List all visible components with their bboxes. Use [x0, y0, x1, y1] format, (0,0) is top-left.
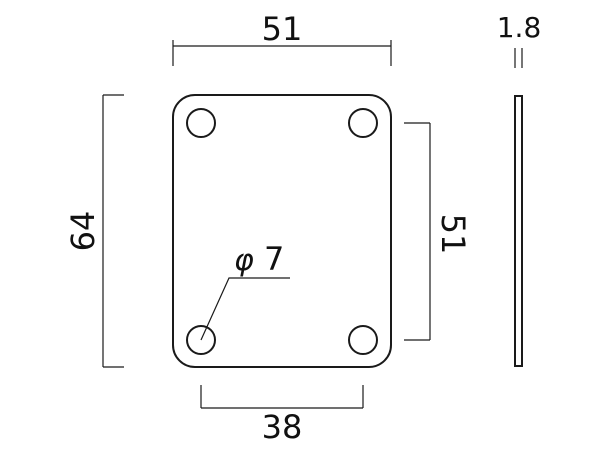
hole-spacing-vertical-dimension: 51	[404, 122, 472, 341]
height-dimension: 64	[64, 94, 124, 368]
hole-spacing-vertical-label: 51	[434, 214, 472, 255]
thickness-dimension-label: 1.8	[497, 11, 542, 44]
mounting-hole-top-left	[186, 108, 216, 138]
hole-diameter-callout: φ 7	[200, 240, 290, 341]
width-dimension-label: 51	[262, 10, 303, 48]
mounting-hole-bottom-right	[348, 325, 378, 355]
width-dimension: 51	[172, 10, 392, 66]
hole-spacing-horizontal-dimension: 38	[200, 385, 364, 446]
plate-side-view: 1.8	[497, 11, 542, 367]
mounting-hole-top-right	[348, 108, 378, 138]
plate-side-outline	[514, 95, 523, 367]
plate-outline	[172, 94, 392, 368]
height-dimension-label: 64	[64, 211, 102, 252]
diameter-symbol: φ	[234, 243, 254, 278]
diameter-value: 7	[264, 240, 284, 278]
hole-spacing-horizontal-label: 38	[262, 408, 303, 446]
